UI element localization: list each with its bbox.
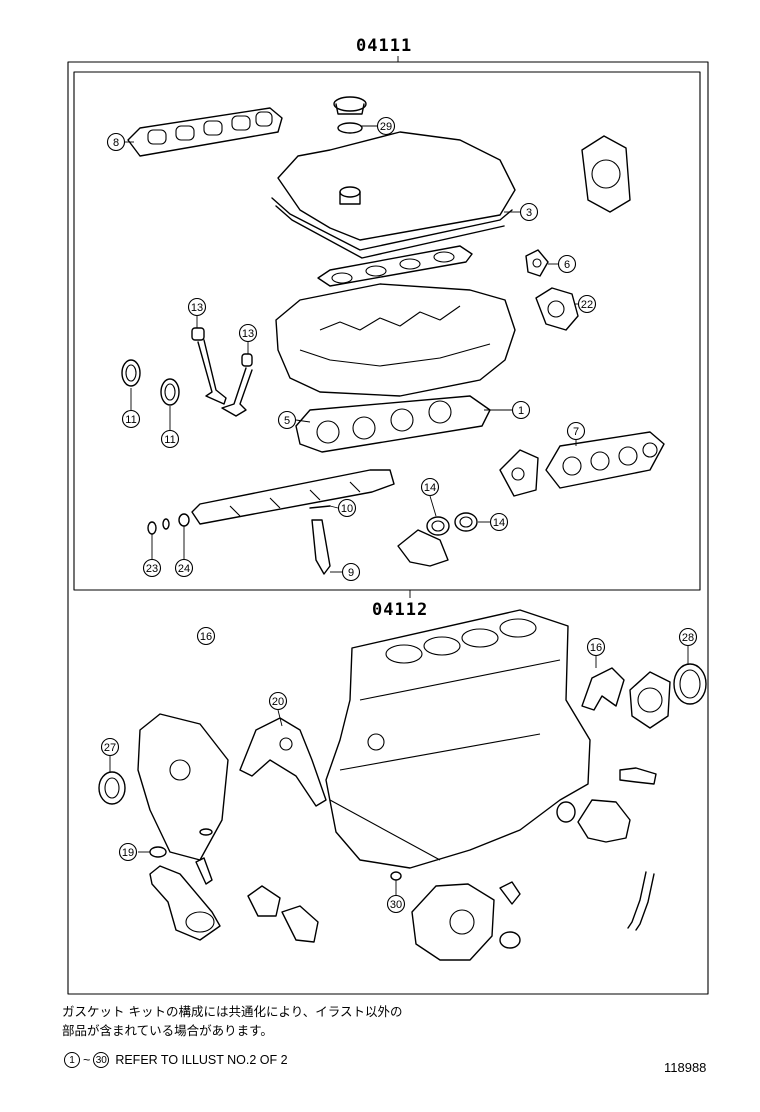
svg-text:24: 24 bbox=[178, 563, 190, 575]
svg-text:16: 16 bbox=[200, 631, 212, 643]
note-line-1: ガスケット キットの構成には共通化により、イラスト以外の bbox=[62, 1004, 403, 1019]
svg-text:22: 22 bbox=[581, 299, 593, 311]
range-end-badge: 30 bbox=[93, 1052, 110, 1068]
callout-28: 28 bbox=[678, 627, 698, 647]
svg-text:23: 23 bbox=[146, 563, 158, 575]
part-13-stem-seals bbox=[191, 327, 253, 367]
svg-text:6: 6 bbox=[564, 259, 570, 271]
part-1-head-gasket bbox=[295, 395, 491, 453]
svg-text:13: 13 bbox=[191, 302, 203, 314]
callout-7: 7 bbox=[566, 421, 586, 441]
illustration-id: 118988 bbox=[664, 1060, 707, 1075]
outer-frame bbox=[67, 61, 709, 995]
callout-13b: 13 bbox=[238, 323, 258, 343]
svg-text:11: 11 bbox=[125, 414, 136, 426]
svg-text:11: 11 bbox=[164, 434, 175, 446]
part-pump-housing bbox=[411, 881, 521, 961]
svg-text:19: 19 bbox=[122, 847, 134, 859]
part-8-intake-gasket bbox=[127, 107, 283, 157]
range-start-badge: 1 bbox=[64, 1052, 80, 1068]
part-10-9-bolts bbox=[309, 505, 331, 575]
part-valves bbox=[197, 339, 253, 417]
part-engine-block bbox=[325, 609, 591, 869]
svg-text:27: 27 bbox=[104, 742, 116, 754]
part-oil-strainer bbox=[149, 857, 221, 941]
footer-reference: 1 ~ 30 REFER TO ILLUST NO.2 OF 2 bbox=[64, 1052, 288, 1068]
note-line-2: 部品が含まれている場合があります。 bbox=[62, 1023, 273, 1038]
range-separator: ~ bbox=[83, 1053, 91, 1067]
svg-text:1: 1 bbox=[518, 405, 524, 417]
part-19-oring bbox=[149, 846, 167, 858]
svg-text:5: 5 bbox=[284, 415, 290, 427]
callout-30: 30 bbox=[386, 894, 406, 914]
svg-text:10: 10 bbox=[341, 503, 353, 515]
callout-8: 8 bbox=[106, 132, 126, 152]
callout-16a: 16 bbox=[196, 626, 216, 646]
reference-text: REFER TO ILLUST NO.2 OF 2 bbox=[115, 1053, 288, 1067]
svg-text:14: 14 bbox=[493, 517, 505, 529]
svg-text:3: 3 bbox=[526, 207, 532, 219]
lower-kit-number: 04112 bbox=[372, 600, 429, 620]
upper-kit-number: 04111 bbox=[356, 36, 413, 56]
callout-23: 23 bbox=[142, 558, 162, 578]
svg-text:28: 28 bbox=[682, 632, 694, 644]
callout-16b: 16 bbox=[586, 637, 606, 657]
svg-text:30: 30 bbox=[390, 899, 402, 911]
part-throttle-gasket bbox=[581, 135, 631, 213]
part-11-oil-seals bbox=[121, 359, 180, 406]
part-3-head-cover bbox=[271, 131, 516, 259]
part-cylinder-head bbox=[275, 283, 516, 397]
callout-1: 1 bbox=[511, 400, 531, 420]
callout-14a: 14 bbox=[420, 477, 440, 497]
part-oil-pump bbox=[247, 885, 319, 943]
callout-27: 27 bbox=[100, 737, 120, 757]
part-28-rear-seal bbox=[673, 663, 707, 705]
svg-text:13: 13 bbox=[242, 328, 254, 340]
callout-29: 29 bbox=[376, 116, 396, 136]
callout-22: 22 bbox=[577, 294, 597, 314]
part-22-gasket bbox=[535, 287, 579, 331]
callout-5: 5 bbox=[277, 410, 297, 430]
part-23-24-rings bbox=[147, 513, 190, 535]
part-right-sensor bbox=[619, 767, 657, 785]
part-exhaust-flange bbox=[499, 449, 539, 497]
callout-24: 24 bbox=[174, 558, 194, 578]
svg-text:7: 7 bbox=[573, 426, 579, 438]
svg-text:16: 16 bbox=[590, 642, 602, 654]
callout-11b: 11 bbox=[160, 429, 180, 449]
svg-text:29: 29 bbox=[380, 121, 392, 133]
callout-14b: 14 bbox=[489, 512, 509, 532]
callout-13a: 13 bbox=[187, 297, 207, 317]
svg-text:20: 20 bbox=[272, 696, 284, 708]
leader-lines bbox=[109, 125, 689, 896]
part-6-gasket bbox=[525, 249, 549, 277]
part-dipstick-tube bbox=[627, 871, 655, 931]
part-20-pump-gasket bbox=[239, 717, 327, 807]
callout-11a: 11 bbox=[121, 409, 141, 429]
callout-19: 19 bbox=[118, 842, 138, 862]
part-plug-tube-gasket bbox=[317, 245, 473, 287]
callout-9: 9 bbox=[341, 562, 361, 582]
part-27-front-seal bbox=[98, 771, 126, 805]
callout-3: 3 bbox=[519, 202, 539, 222]
part-29-filler-cap bbox=[333, 96, 367, 134]
part-30-gasket bbox=[390, 871, 402, 892]
part-7-exhaust-gasket bbox=[545, 431, 665, 489]
callout-20: 20 bbox=[268, 691, 288, 711]
svg-text:9: 9 bbox=[348, 567, 354, 579]
callout-10: 10 bbox=[337, 498, 357, 518]
part-14-seals bbox=[397, 512, 478, 567]
callout-6: 6 bbox=[557, 254, 577, 274]
upper-kit-frame bbox=[73, 71, 701, 591]
part-timing-cover bbox=[137, 713, 229, 861]
part-camshaft-rail bbox=[191, 469, 395, 525]
part-oil-filter bbox=[499, 799, 631, 949]
svg-text:14: 14 bbox=[424, 482, 436, 494]
part-16-retainer-gasket bbox=[581, 667, 671, 729]
svg-text:8: 8 bbox=[113, 137, 119, 149]
